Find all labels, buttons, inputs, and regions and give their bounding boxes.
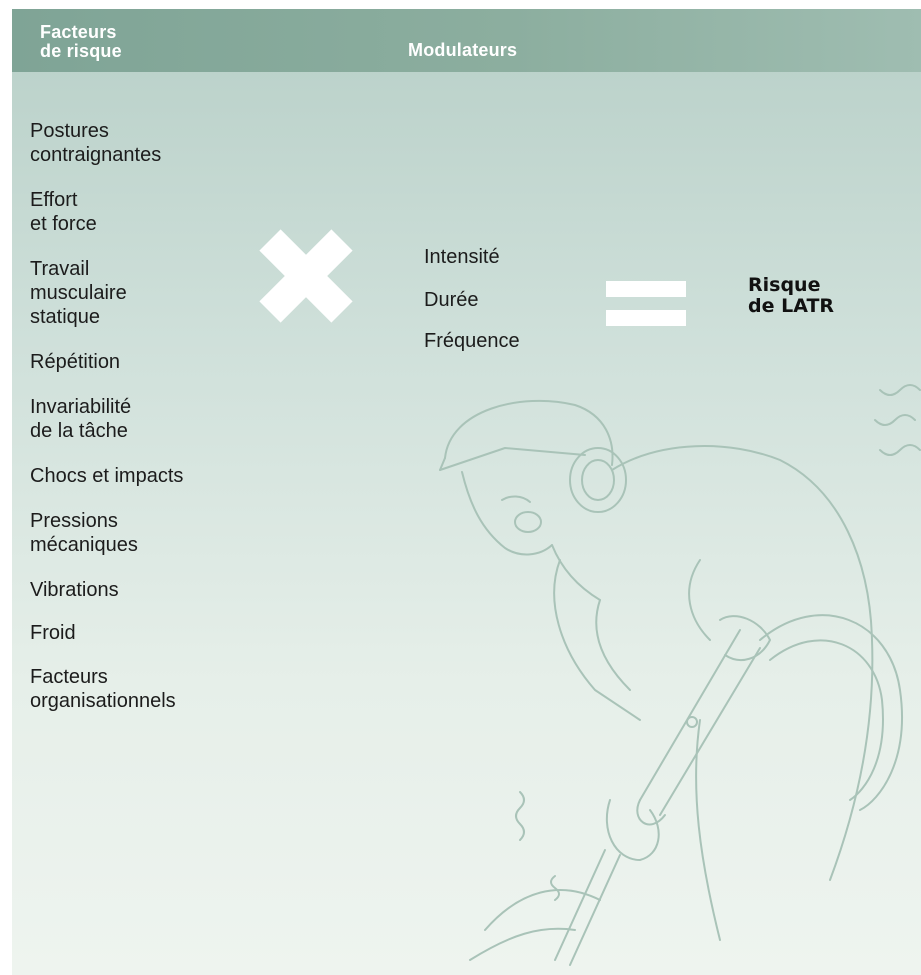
- multiply-icon: [256, 226, 356, 326]
- factor-pressure: Pressions mécaniques: [30, 509, 138, 557]
- factor-static-work: Travail musculaire statique: [30, 257, 127, 329]
- equals-icon-top-bar: [606, 281, 686, 297]
- factor-postures: Postures contraignantes: [30, 119, 161, 167]
- modulator-duration: Durée: [424, 288, 478, 312]
- factor-vibrations: Vibrations: [30, 578, 119, 602]
- modulator-frequency: Fréquence: [424, 329, 520, 353]
- factor-repetition: Répétition: [30, 350, 120, 374]
- equals-icon-bottom-bar: [606, 310, 686, 326]
- factor-invariability: Invariabilité de la tâche: [30, 395, 131, 443]
- factor-cold: Froid: [30, 621, 76, 645]
- factor-shocks: Chocs et impacts: [30, 464, 183, 488]
- result-risk-latr: Risque de LATR: [748, 275, 834, 317]
- factor-effort: Effort et force: [30, 188, 97, 236]
- factor-organizational: Facteurs organisationnels: [30, 665, 176, 713]
- modulator-intensity: Intensité: [424, 245, 500, 269]
